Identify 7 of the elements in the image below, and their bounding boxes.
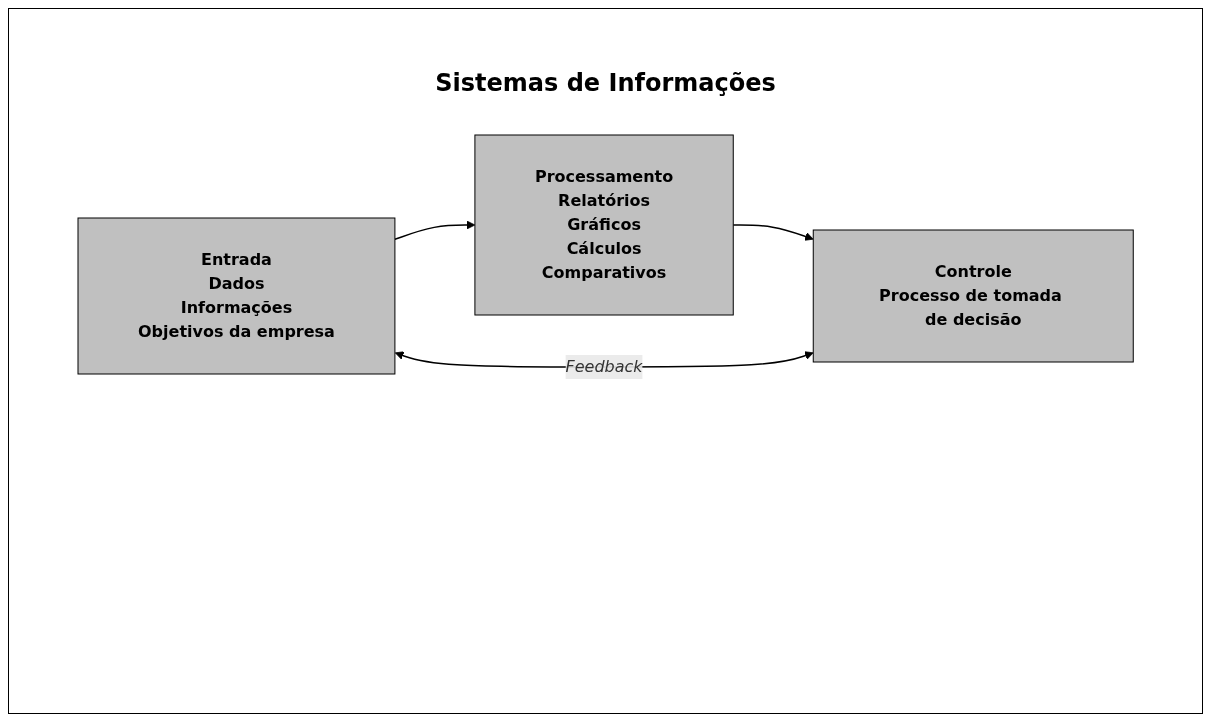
arrow [732,224,814,241]
node-box: Processamento Relatórios Gráficos Cálculos Comparativos [474,134,734,316]
edge-label: Feedback [565,357,643,376]
node-box: Entrada Dados Informações Objetivos da empresa [77,217,396,375]
node-box: Controle Processo de tomada de decisão [812,229,1134,363]
diagram-title: Sistemas de Informações [435,69,776,97]
arrow [394,220,476,241]
